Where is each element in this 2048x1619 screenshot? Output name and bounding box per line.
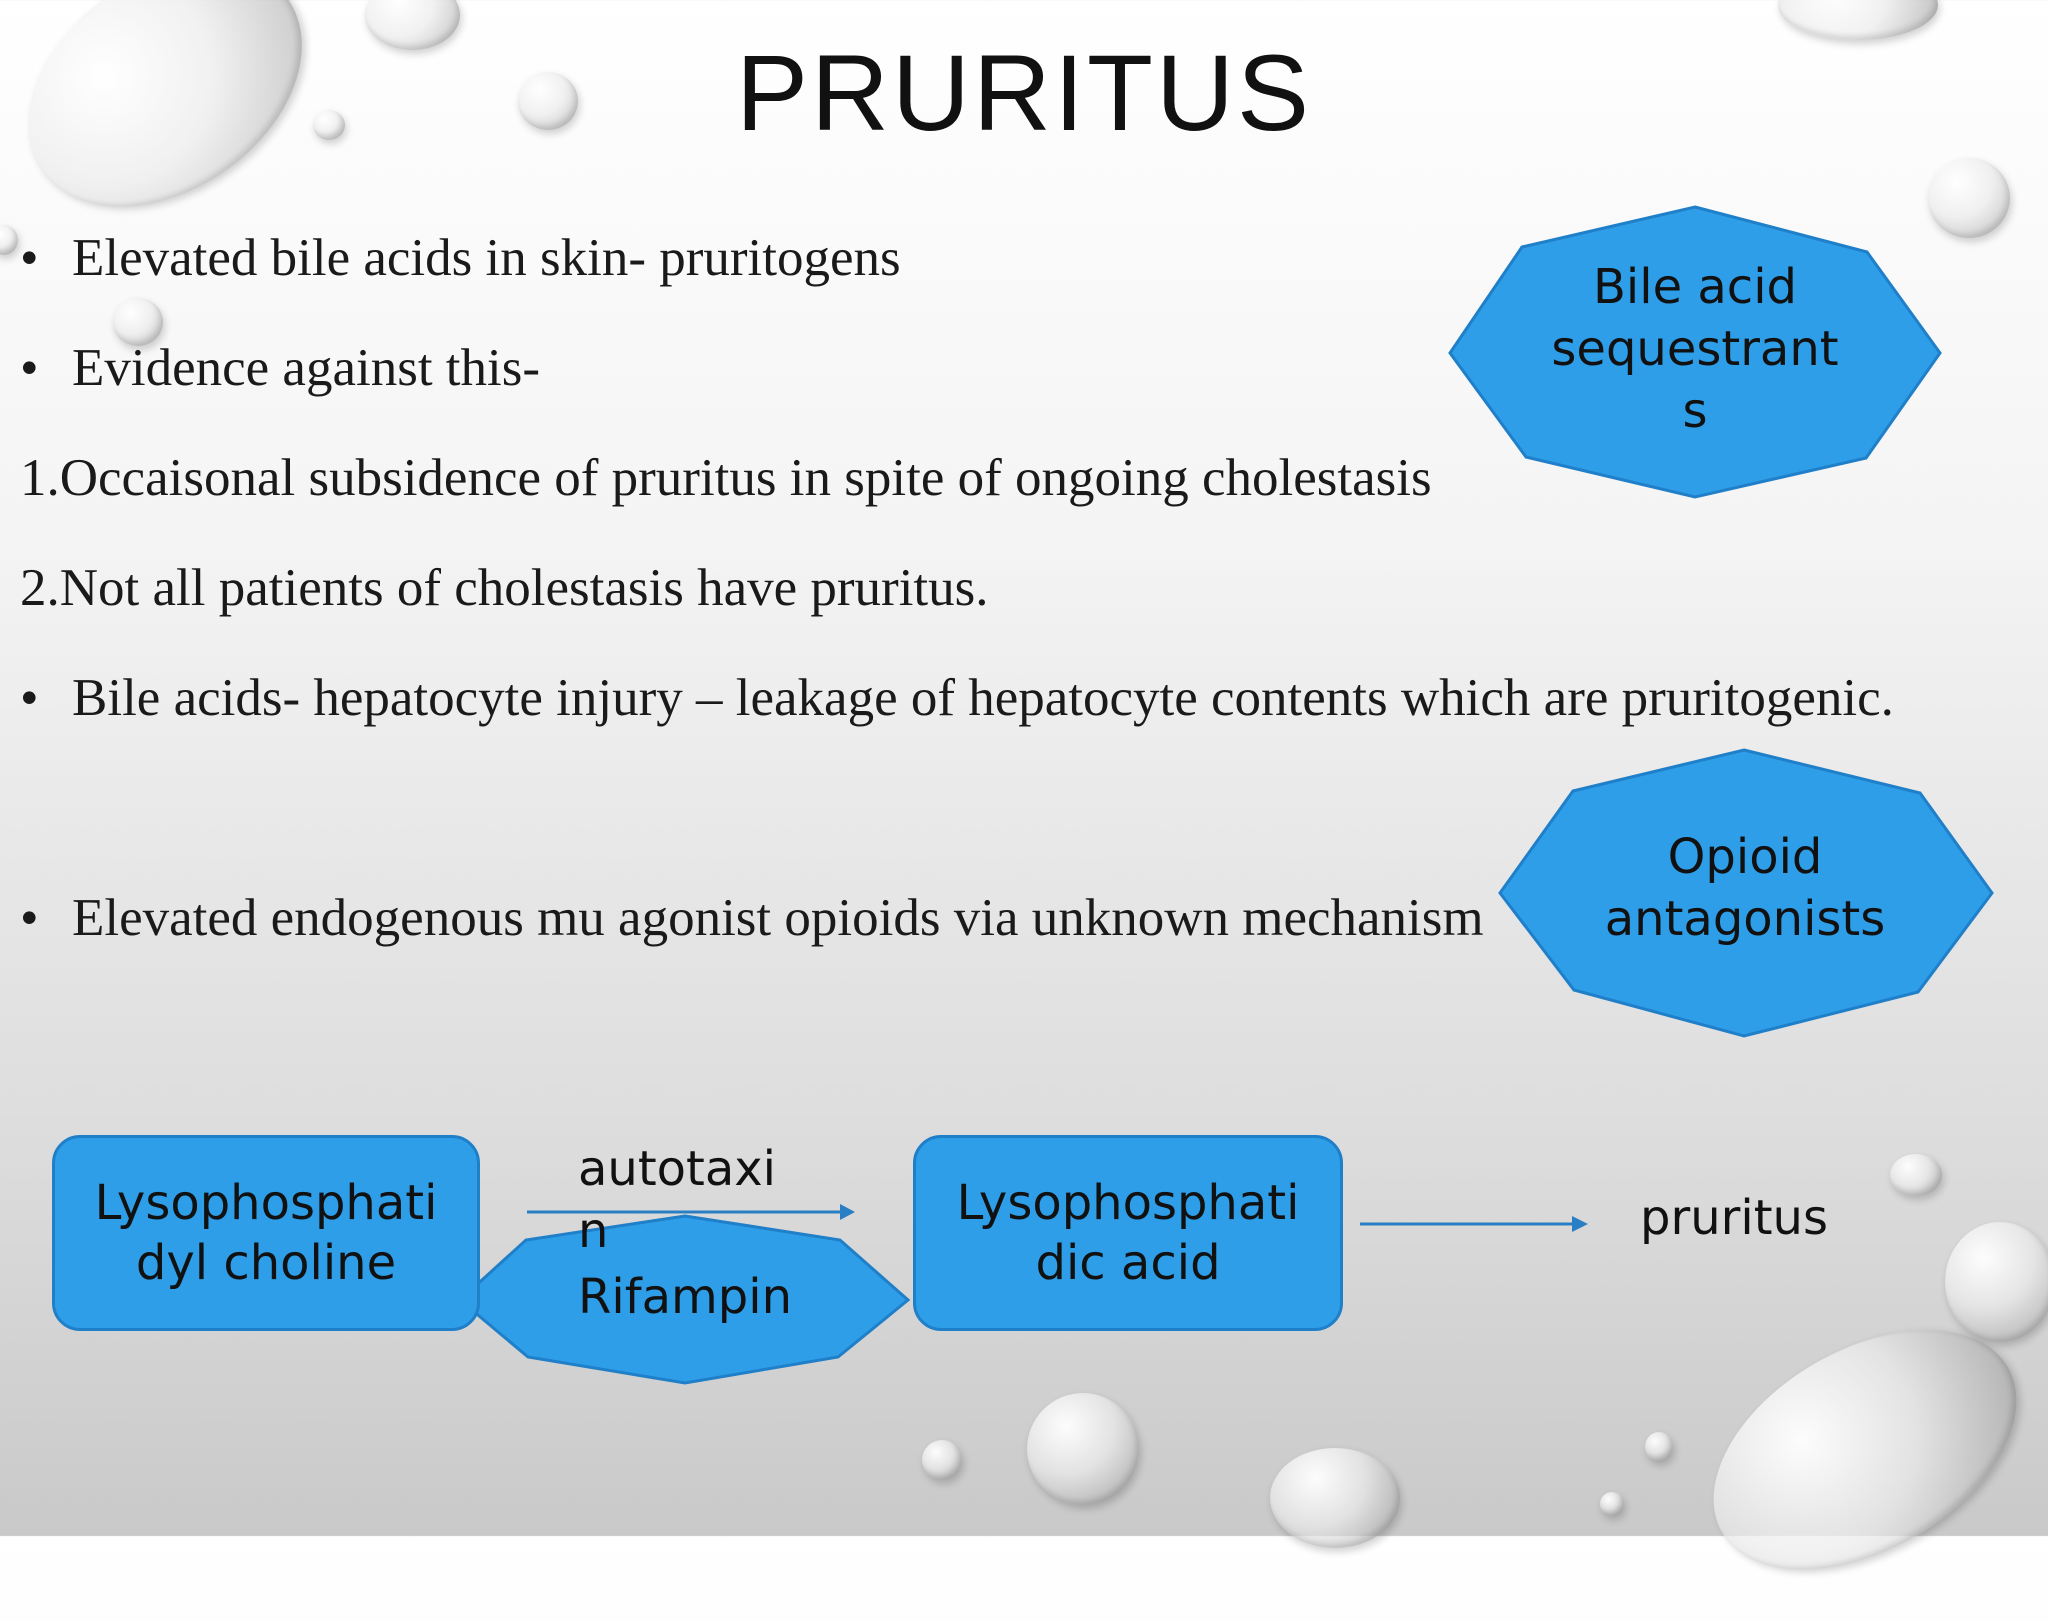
water-drop-decoration — [0, 225, 18, 255]
water-drop-decoration — [113, 298, 163, 346]
bullet-marker: • — [20, 339, 39, 397]
bullet-marker: • — [20, 229, 39, 287]
arrowhead — [1572, 1216, 1588, 1232]
bullet-text: Elevated endogenous mu agonist opioids v… — [72, 889, 1484, 947]
autotaxin-label: autotaxi n — [578, 1141, 776, 1259]
bullet-text: Elevated bile acids in skin- pruritogens — [72, 229, 901, 287]
water-drop-decoration — [1945, 1222, 2048, 1342]
bullet-text: Bile acids- hepatocyte injury – leakage … — [72, 669, 1894, 727]
bullet-marker: • — [20, 889, 39, 947]
water-drop-decoration — [1270, 1448, 1400, 1548]
rifampin-label: Rifampin — [578, 1269, 792, 1325]
lysophosphatidyl-choline-box: Lysophosphati dyl choline — [52, 1135, 480, 1331]
numbered-item: 2.Not all patients of cholestasis have p… — [20, 559, 989, 617]
water-drop-decoration — [518, 72, 578, 130]
slide-title: PRURITUS — [735, 32, 1313, 153]
numbered-item: 1.Occaisonal subsidence of pruritus in s… — [20, 449, 1432, 507]
water-drop-decoration — [1890, 1154, 1942, 1196]
bile-acid-sequestrants-label: Bile acid sequestrant s — [1551, 259, 1839, 439]
water-drop-decoration — [1600, 1492, 1624, 1516]
water-drop-decoration — [313, 110, 345, 140]
pruritus-label: pruritus — [1640, 1190, 1828, 1246]
water-drop-decoration — [1928, 158, 2010, 238]
opioid-burst-shape — [1498, 748, 1994, 1038]
water-drop-decoration — [922, 1440, 962, 1480]
bile-acid-burst-shape — [1448, 205, 1942, 499]
bullet-text: Evidence against this- — [72, 339, 541, 397]
bullet-marker: • — [20, 669, 39, 727]
shapes-layer — [457, 205, 1994, 1385]
arrowhead — [840, 1204, 855, 1220]
rifampin-burst-shape — [457, 1214, 911, 1385]
lysophosphatidic-acid-box: Lysophosphati dic acid — [913, 1135, 1343, 1331]
water-drop-decoration — [1027, 1393, 1139, 1505]
water-drop-decoration — [1645, 1432, 1673, 1462]
opioid-antagonists-label: Opioid antagonists — [1604, 829, 1886, 947]
